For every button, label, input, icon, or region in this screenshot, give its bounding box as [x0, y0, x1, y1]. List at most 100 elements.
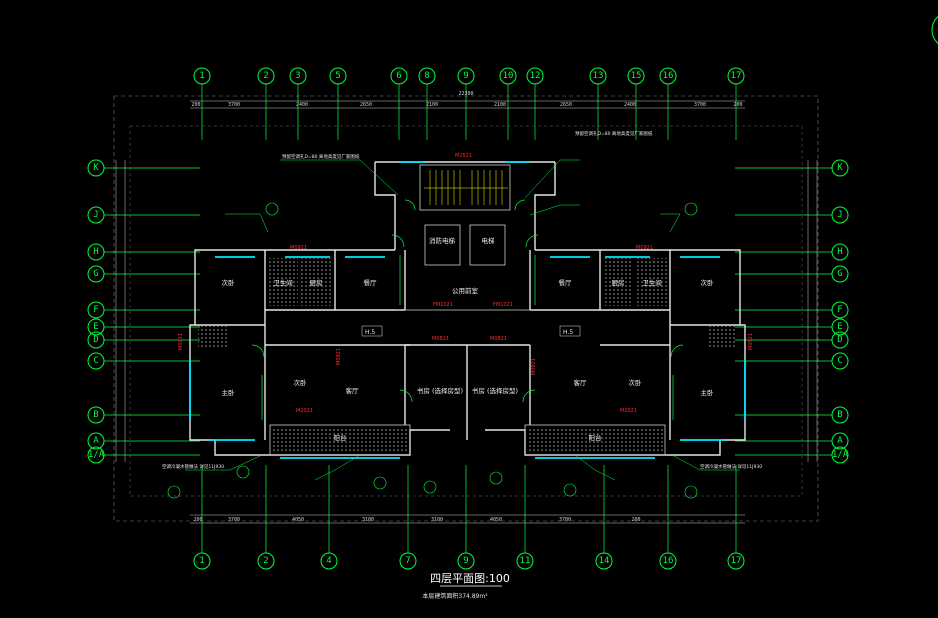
svg-text:B: B — [93, 410, 98, 420]
room-left-second: 次卧 — [294, 378, 308, 387]
axis-bubble-bottom-16: 16 — [659, 552, 677, 570]
axis-bubble-top-10: 10 — [499, 67, 517, 85]
drawing-title: 四层平面图:100 — [430, 572, 510, 585]
axis-bubble-right-H: H — [831, 243, 849, 261]
top-dimension: 2100 — [426, 102, 438, 108]
axis-bubble-right-A: A — [831, 432, 849, 450]
svg-text:2: 2 — [263, 71, 268, 81]
room-study-left: 书房 (选择房型) — [417, 386, 463, 395]
room-right-living: 客厅 — [574, 378, 588, 387]
svg-text:FM1021: FM1021 — [433, 302, 453, 308]
bottom-dimension: 200 — [631, 517, 640, 523]
svg-text:FM1021: FM1021 — [493, 302, 513, 308]
level-tag-left: H.5 — [365, 329, 375, 336]
svg-text:G: G — [93, 269, 98, 279]
svg-text:3: 3 — [295, 71, 300, 81]
bottom-dimension: 4050 — [490, 517, 502, 523]
svg-text:A: A — [837, 436, 843, 446]
svg-text:1: 1 — [199, 71, 204, 81]
note-top-right: 预留空调孔D=80 离地高度见厂家图纸 — [575, 130, 653, 137]
top-dimension: 2650 — [360, 102, 372, 108]
axis-bubble-bottom-2: 2 — [257, 552, 275, 570]
axis-bubble-top-5: 5 — [329, 67, 347, 85]
svg-text:M0921: M0921 — [636, 245, 653, 251]
svg-text:5: 5 — [335, 71, 340, 81]
svg-text:1/A: 1/A — [832, 450, 849, 460]
room-right-bath1: 厨房 — [612, 278, 625, 287]
level-tags: H.5 H.5 — [361, 325, 581, 337]
axis-bubble-left-A: A — [87, 432, 105, 450]
axis-bubble-top-12: 12 — [526, 67, 544, 85]
axis-bubble-bottom-4: 4 — [320, 552, 338, 570]
room-study-right: 书房 (选择房型) — [472, 386, 518, 395]
axis-bubble-top-15: 15 — [627, 67, 645, 85]
axis-bubble-right-1-A: 1/A — [831, 446, 849, 464]
top-dimension: 2100 — [494, 102, 506, 108]
axis-bubble-left-K: K — [87, 159, 105, 177]
svg-text:K: K — [93, 163, 99, 173]
svg-text:9: 9 — [463, 71, 468, 81]
axis-bubble-top-9: 9 — [457, 67, 475, 85]
svg-text:G: G — [837, 269, 842, 279]
svg-text:J: J — [837, 210, 842, 220]
bottom-dimension: 3700 — [559, 517, 571, 523]
axis-bubble-bottom-17: 17 — [727, 552, 745, 570]
axis-bubble-top-17: 17 — [727, 67, 745, 85]
room-left-master: 主卧 — [222, 388, 236, 397]
room-right-master: 主卧 — [701, 388, 715, 397]
top-dimension: 2650 — [560, 102, 572, 108]
svg-text:1/A: 1/A — [88, 450, 105, 460]
axis-bubble-left-H: H — [87, 243, 105, 261]
svg-text:13: 13 — [593, 71, 604, 81]
axis-bubble-top-16: 16 — [659, 67, 677, 85]
svg-text:M0821: M0821 — [490, 336, 507, 342]
room-right-balcony: 阳台 — [589, 433, 602, 442]
axis-bubble-bottom-7: 7 — [399, 552, 417, 570]
svg-text:1: 1 — [199, 556, 204, 566]
room-right-bedroom-n: 次卧 — [701, 278, 715, 287]
viewcube-partial — [931, 15, 938, 45]
svg-text:A: A — [93, 436, 99, 446]
axis-bubble-left-C: C — [87, 352, 105, 370]
room-elevator1: 消防电梯 — [429, 236, 456, 245]
axis-bubble-top-3: 3 — [289, 67, 307, 85]
svg-text:7: 7 — [405, 556, 410, 566]
svg-text:17: 17 — [731, 556, 742, 566]
svg-text:C: C — [93, 356, 98, 366]
svg-text:J: J — [93, 210, 98, 220]
axis-bubble-left-J: J — [87, 206, 105, 224]
axis-bubble-right-E: E — [831, 318, 849, 336]
bottom-dimension: 200 — [193, 517, 202, 523]
room-left-balcony: 阳台 — [334, 433, 347, 442]
svg-text:6: 6 — [396, 71, 401, 81]
axis-bubble-top-13: 13 — [589, 67, 607, 85]
axis-bubble-left-G: G — [87, 265, 105, 283]
svg-text:16: 16 — [663, 71, 674, 81]
axis-bubble-right-B: B — [831, 406, 849, 424]
top-dimension: 200 — [191, 102, 200, 108]
level-tag-right: H.5 — [563, 329, 573, 336]
room-left-bath2: 厨房 — [310, 278, 323, 287]
detail-callouts — [167, 202, 698, 499]
svg-text:16: 16 — [663, 556, 674, 566]
room-right-second: 次卧 — [629, 378, 643, 387]
svg-text:H: H — [837, 247, 842, 257]
axis-bubble-top-2: 2 — [257, 67, 275, 85]
room-stair-hall: 公用前室 — [452, 286, 479, 295]
stair-treads — [424, 170, 508, 205]
axis-bubble-right-F: F — [831, 301, 849, 319]
drawing-subtitle: 本层建筑面积374.89m² — [422, 592, 488, 600]
svg-text:M0921: M0921 — [531, 358, 537, 375]
axis-bubble-left-D: D — [87, 331, 105, 349]
red-tags: M0921 M0921 M1521 M2021 M2021 M0821 M082… — [178, 153, 754, 414]
axis-bubble-left-B: B — [87, 406, 105, 424]
note-bottom-left: 空调冷凝水管做法 详见11J930 — [162, 463, 224, 470]
svg-text:M0921: M0921 — [178, 333, 184, 350]
note-bottom-right: 空调冷凝水管做法 详见11J930 — [700, 463, 762, 470]
axis-bubble-right-C: C — [831, 352, 849, 370]
bottom-dimension: 3100 — [362, 517, 374, 523]
svg-text:M0921: M0921 — [748, 333, 754, 350]
room-left-dining: 餐厅 — [364, 278, 378, 287]
